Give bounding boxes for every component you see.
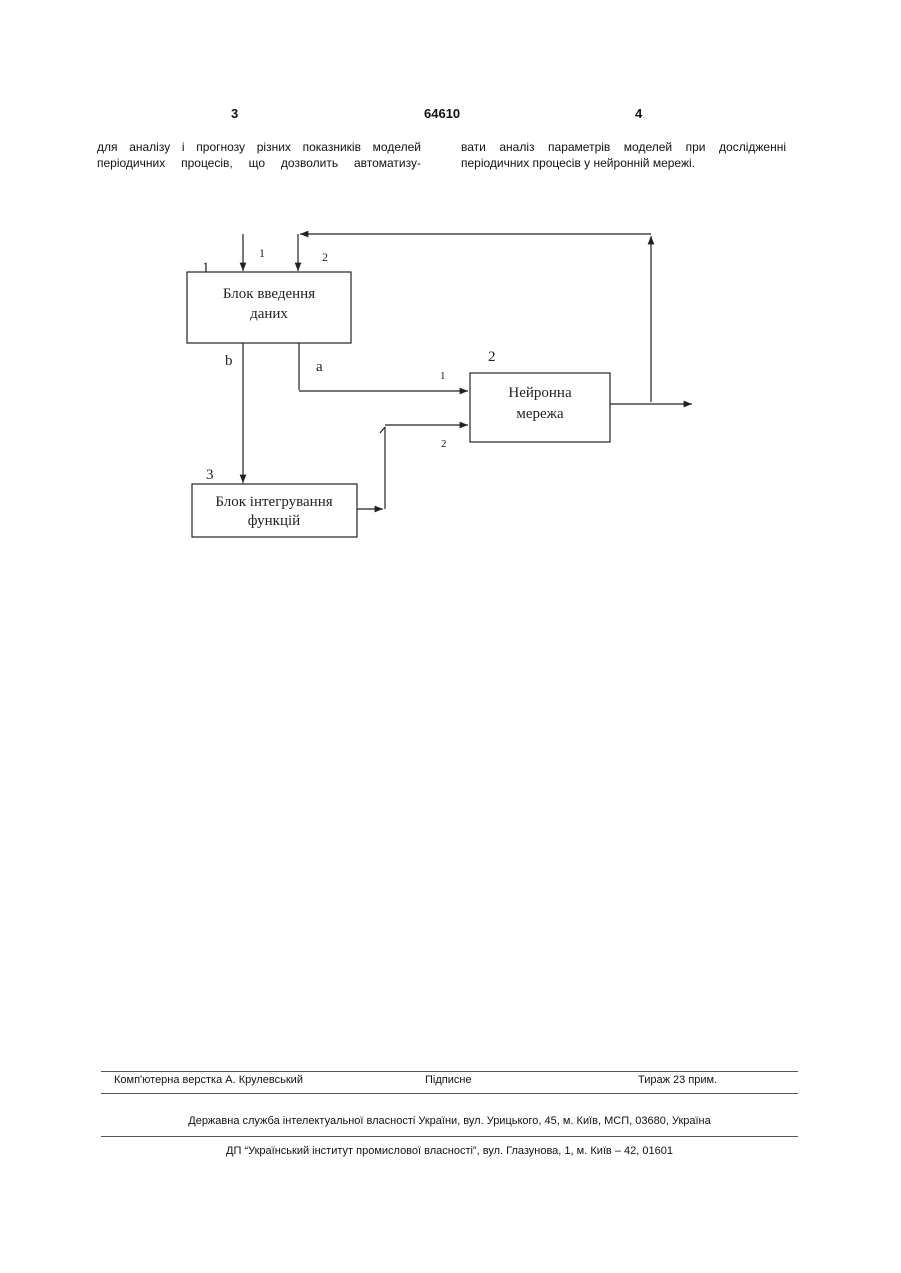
block3-label-line1: Блок інтегрування [215, 494, 332, 510]
block3-label-line2: функцій [248, 513, 300, 529]
label-b: b [225, 353, 233, 369]
label-network-input-2: 2 [441, 438, 447, 450]
footer-institute: ДП “Український інститут промислової вла… [101, 1145, 798, 1157]
block2-number: 2 [488, 349, 496, 365]
label-a: a [316, 359, 323, 375]
block1-label-line1: Блок введення [223, 286, 315, 302]
footer-rule-middle [101, 1093, 798, 1094]
block3-number: 3 [206, 467, 214, 483]
label-input-2: 2 [322, 250, 328, 264]
block-diagram: 1 Блок введення даних 2 Нейронна мережа … [0, 0, 901, 600]
footer-agency: Державна служба інтелектуальної власност… [101, 1115, 798, 1127]
block2-label-line2: мережа [516, 406, 564, 422]
footer-layout-credit: Комп'ютерна верстка А. Крулевський [114, 1074, 303, 1086]
label-network-input-1: 1 [440, 370, 446, 382]
footer-rule-bottom [101, 1136, 798, 1137]
block-function-integration [192, 484, 357, 537]
footer-rule-top [101, 1071, 798, 1072]
block1-number: 1 [202, 260, 210, 276]
block2-label-line1: Нейронна [508, 385, 572, 401]
footer-signed: Підписне [425, 1074, 472, 1086]
block1-label-line2: даних [250, 306, 288, 322]
label-input-1: 1 [259, 246, 265, 260]
footer-circulation: Тираж 23 прим. [638, 1074, 717, 1086]
